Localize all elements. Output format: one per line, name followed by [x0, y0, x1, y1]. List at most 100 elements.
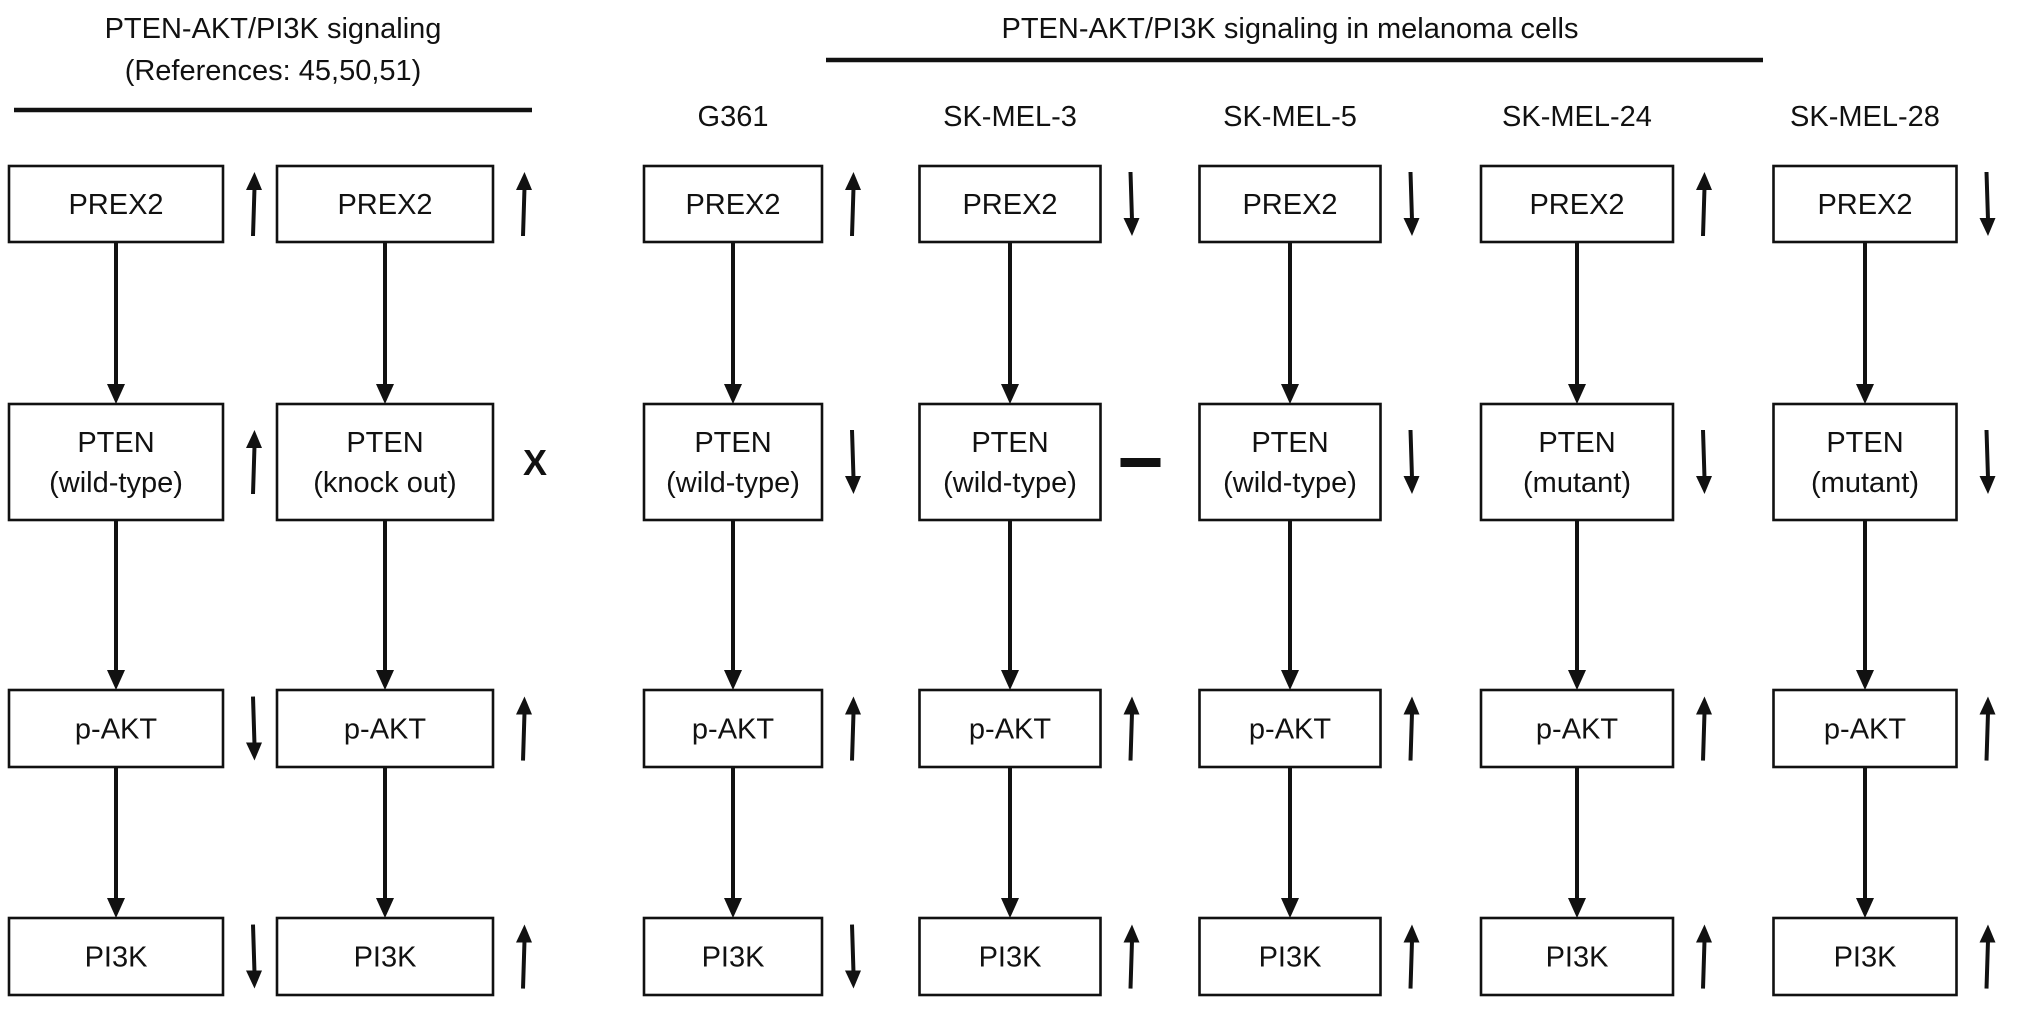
node-label: (knock out)	[313, 467, 456, 499]
pathway-node: p-AKT	[1479, 688, 1675, 769]
flow-arrow	[1281, 520, 1299, 690]
knockout-x-icon: X	[523, 442, 547, 483]
node-label: (wild-type)	[49, 467, 183, 499]
up-arrow-icon	[516, 172, 532, 237]
up-arrow-icon	[1979, 696, 1996, 761]
node-label: p-AKT	[344, 714, 426, 746]
node-label: PREX2	[962, 189, 1057, 221]
node-box	[275, 688, 495, 769]
pathway-node: PTEN(wild-type)	[918, 402, 1102, 522]
node-label: PTEN	[694, 427, 771, 459]
dash-icon	[1120, 458, 1161, 467]
node-box	[918, 916, 1102, 997]
node-label: PTEN	[77, 427, 154, 459]
cell-line-label: G361	[698, 101, 769, 133]
node-label: PI3K	[1834, 942, 1898, 974]
svg-text:X: X	[523, 442, 547, 483]
pathway-node: PREX2	[275, 164, 495, 244]
down-arrow-icon	[246, 924, 262, 989]
up-arrow-icon	[845, 172, 861, 237]
up-arrow-icon	[1696, 924, 1712, 989]
node-box	[7, 164, 225, 244]
down-arrow-icon	[246, 696, 262, 761]
node-box	[1198, 688, 1382, 769]
cell-line-label: SK-MEL-28	[1790, 101, 1940, 133]
up-arrow-icon	[516, 696, 532, 761]
left-title-line1: PTEN-AKT/PI3K signaling	[105, 13, 442, 45]
up-arrow-icon	[246, 430, 262, 495]
down-arrow-icon	[1403, 171, 1420, 236]
node-box	[1198, 402, 1382, 522]
pathway-node: PI3K	[7, 916, 225, 997]
flow-arrow	[107, 242, 125, 404]
flow-arrow	[724, 767, 742, 918]
left-title-line2: (References: 45,50,51)	[125, 55, 422, 87]
pathway-node: PREX2	[1198, 164, 1382, 244]
flow-arrow	[107, 520, 125, 690]
node-label: PTEN	[1826, 427, 1903, 459]
node-box	[7, 916, 225, 997]
pathway-node: PTEN (wild-type)	[7, 402, 225, 522]
up-arrow-icon	[246, 172, 262, 237]
pathway-node: PI3K	[1198, 916, 1382, 997]
pathway-node: PTEN(mutant)	[1479, 402, 1675, 522]
flow-arrow	[724, 520, 742, 690]
pathway-node: p-AKT	[642, 688, 824, 769]
node-box	[275, 916, 495, 997]
node-label: PI3K	[1259, 942, 1323, 974]
node-box	[1479, 916, 1675, 997]
pathway-node: PREX2	[1479, 164, 1675, 244]
pathway-node: PI3K	[275, 916, 495, 997]
node-box	[642, 916, 824, 997]
pathway-node: p-AKT	[7, 688, 225, 769]
node-label: p-AKT	[969, 714, 1051, 746]
pathway-node: PI3K	[918, 916, 1102, 997]
down-arrow-icon	[1979, 171, 1996, 236]
node-label: p-AKT	[75, 714, 157, 746]
node-box	[1479, 402, 1675, 522]
node-label: PI3K	[979, 942, 1043, 974]
node-box	[918, 688, 1102, 769]
node-label: PTEN	[971, 427, 1048, 459]
node-box	[1772, 916, 1958, 997]
flow-arrow	[1001, 767, 1019, 918]
node-label: PI3K	[354, 942, 418, 974]
flow-arrow	[376, 242, 394, 404]
flow-arrow	[1856, 242, 1874, 404]
pathway-node: p-AKT	[1772, 688, 1958, 769]
flow-arrow	[1001, 520, 1019, 690]
node-label: p-AKT	[692, 714, 774, 746]
node-box	[275, 164, 495, 244]
cell-line-label: SK-MEL-24	[1502, 101, 1652, 133]
pathway-node: p-AKT	[918, 688, 1102, 769]
pathway-node: PREX2	[7, 164, 225, 244]
up-arrow-icon	[1979, 924, 1996, 989]
pathway-node: p-AKT	[1198, 688, 1382, 769]
node-box	[1198, 916, 1382, 997]
node-box	[275, 402, 495, 522]
pathway-node: PI3K	[1772, 916, 1958, 997]
up-arrow-icon	[1403, 924, 1420, 989]
cell-line-label: SK-MEL-3	[943, 101, 1077, 133]
down-arrow-icon	[845, 924, 861, 989]
flow-arrow	[1281, 767, 1299, 918]
node-label: (mutant)	[1523, 467, 1631, 499]
node-label: PREX2	[68, 189, 163, 221]
node-box	[918, 402, 1102, 522]
flow-arrow	[1856, 520, 1874, 690]
node-label: PTEN	[1251, 427, 1328, 459]
down-arrow-icon	[1979, 429, 1996, 494]
node-box	[642, 402, 824, 522]
pathway-node: PREX2	[918, 164, 1102, 244]
node-label: PREX2	[1242, 189, 1337, 221]
down-arrow-icon	[1696, 429, 1712, 494]
flow-arrow	[1281, 242, 1299, 404]
node-label: PTEN	[346, 427, 423, 459]
flow-arrow	[376, 520, 394, 690]
down-arrow-icon	[1403, 429, 1420, 494]
